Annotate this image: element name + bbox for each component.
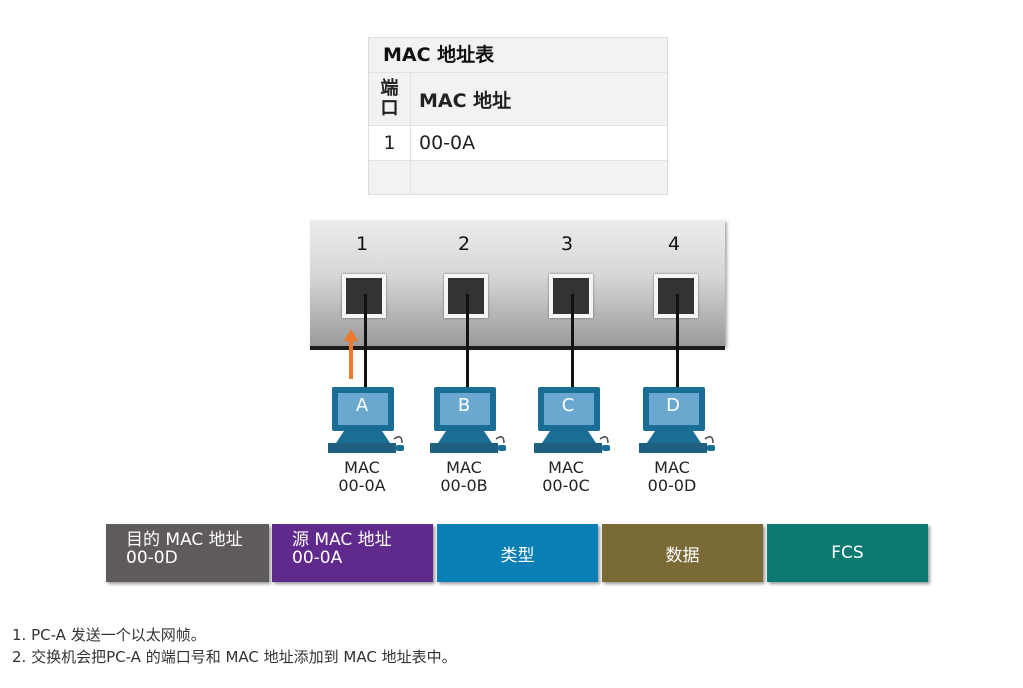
mac-table-header-row: 端 口 MAC 地址 bbox=[369, 73, 667, 126]
mac-table-row: 1 00-0A bbox=[369, 126, 667, 161]
frame-data: 数据 bbox=[602, 524, 763, 582]
pc-label: A bbox=[355, 395, 369, 416]
mac-value: 00-0A bbox=[338, 476, 386, 495]
mac-caption: MAC bbox=[548, 458, 584, 477]
mac-table-mac-cell bbox=[411, 161, 667, 194]
step-notes: 1. PC-A 发送一个以太网帧。 2. 交换机会把PC-A 的端口号和 MAC… bbox=[12, 624, 457, 668]
port-header-char-2: 口 bbox=[380, 98, 399, 119]
mac-caption: MAC bbox=[654, 458, 690, 477]
pc-d-mac-label: MAC 00-0D bbox=[632, 459, 712, 495]
port-number-1: 1 bbox=[355, 233, 369, 255]
cable-b bbox=[466, 294, 469, 388]
mac-table-title: MAC 地址表 bbox=[369, 38, 667, 73]
dest-mac-value: 00-0D bbox=[126, 548, 178, 568]
cable-d bbox=[676, 294, 679, 388]
step-note: 2. 交换机会把PC-A 的端口号和 MAC 地址添加到 MAC 地址表中。 bbox=[12, 648, 457, 666]
mac-value: 00-0C bbox=[542, 476, 590, 495]
pc-label: D bbox=[666, 395, 680, 416]
pc-label: C bbox=[561, 395, 575, 416]
computer-icon bbox=[639, 387, 715, 453]
mac-table-row bbox=[369, 161, 667, 194]
pc-label: B bbox=[457, 395, 471, 416]
computer-icon bbox=[328, 387, 404, 453]
frame-dest-mac: 目的 MAC 地址 00-0D bbox=[106, 524, 269, 582]
mac-address-table: MAC 地址表 端 口 MAC 地址 1 00-0A bbox=[368, 37, 668, 195]
pc-a[interactable]: A bbox=[324, 385, 406, 455]
mac-table-port-header: 端 口 bbox=[369, 73, 411, 125]
src-mac-value: 00-0A bbox=[292, 548, 343, 568]
pc-a-mac-label: MAC 00-0A bbox=[322, 459, 402, 495]
computer-icon bbox=[534, 387, 610, 453]
frame-src-mac: 源 MAC 地址 00-0A bbox=[272, 524, 433, 582]
dest-mac-label: 目的 MAC 地址 bbox=[126, 530, 243, 550]
port-header-char-1: 端 bbox=[380, 78, 399, 99]
computer-icon bbox=[430, 387, 506, 453]
cable-a bbox=[364, 294, 367, 388]
mac-caption: MAC bbox=[446, 458, 482, 477]
mac-value: 00-0D bbox=[647, 476, 697, 495]
pc-c-mac-label: MAC 00-0C bbox=[526, 459, 606, 495]
frame-type: 类型 bbox=[437, 524, 598, 582]
pc-b-mac-label: MAC 00-0B bbox=[424, 459, 504, 495]
mac-table-mac-cell: 00-0A bbox=[419, 132, 476, 154]
mac-table-port-cell: 1 bbox=[369, 126, 411, 160]
port-number-4: 4 bbox=[667, 233, 681, 255]
mac-table-mac-header: MAC 地址 bbox=[419, 89, 512, 112]
step-note: 1. PC-A 发送一个以太网帧。 bbox=[12, 626, 206, 644]
pc-d[interactable]: D bbox=[635, 385, 717, 455]
cable-c bbox=[571, 294, 574, 388]
mac-caption: MAC bbox=[344, 458, 380, 477]
mac-table-port-cell bbox=[369, 161, 411, 194]
pc-c[interactable]: C bbox=[530, 385, 612, 455]
mac-value: 00-0B bbox=[440, 476, 488, 495]
pc-b[interactable]: B bbox=[426, 385, 508, 455]
port-number-2: 2 bbox=[457, 233, 471, 255]
frame-direction-arrow-icon bbox=[344, 329, 358, 379]
port-number-3: 3 bbox=[560, 233, 574, 255]
switch-base bbox=[310, 346, 725, 350]
frame-fcs: FCS bbox=[767, 524, 928, 582]
src-mac-label: 源 MAC 地址 bbox=[292, 530, 392, 550]
